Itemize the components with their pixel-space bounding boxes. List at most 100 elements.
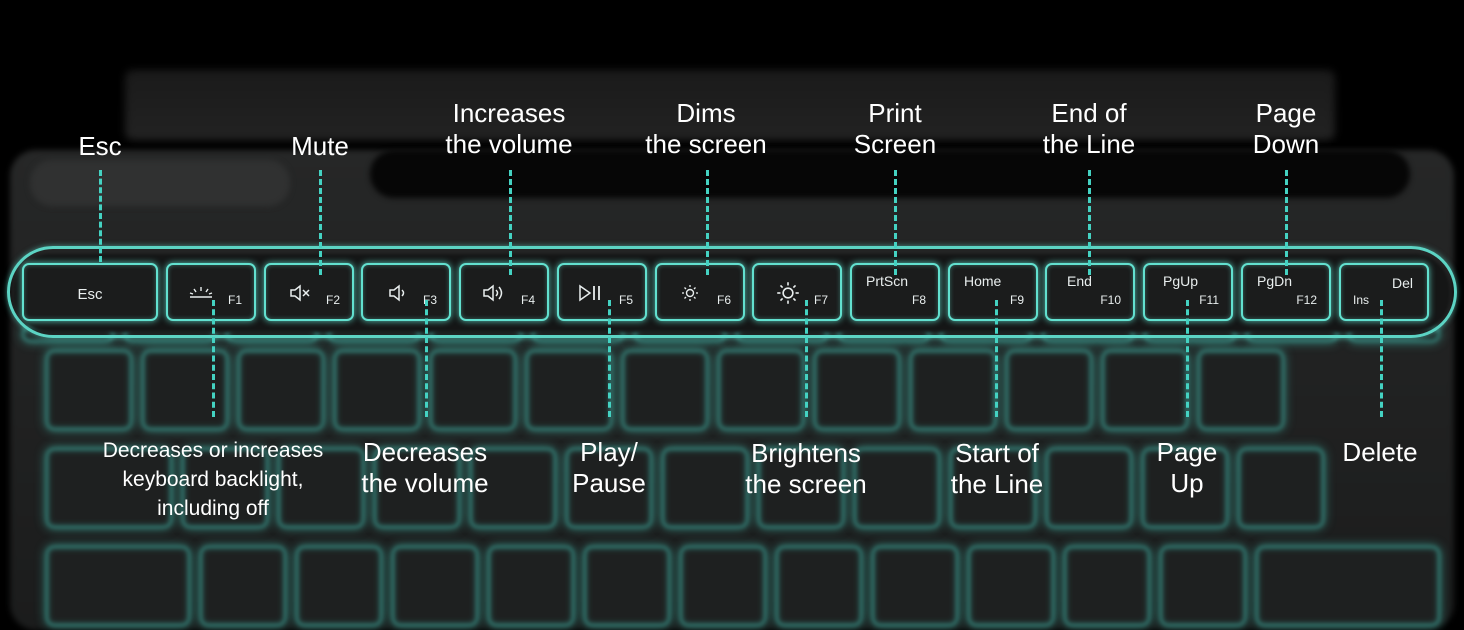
- key-f3: F3: [361, 263, 451, 321]
- callout-play-pause: Play/ Pause: [572, 437, 646, 499]
- callout-text: the Line: [1042, 129, 1136, 159]
- leader-line-dim: [706, 170, 709, 275]
- play-pause-icon: [579, 284, 600, 302]
- callout-end: End of the Line: [1043, 98, 1136, 160]
- callout-text: Esc: [78, 131, 122, 161]
- key-fn-label: F2: [325, 293, 340, 307]
- key-fn-label: F12: [1296, 293, 1317, 307]
- function-row-highlight: [7, 246, 1457, 338]
- key-f2: F2: [264, 263, 354, 321]
- background-key: [142, 350, 228, 430]
- callout-print-screen: Print Screen: [854, 98, 936, 160]
- key-f6: F6: [655, 263, 745, 321]
- key-label: PgUp: [1163, 273, 1199, 289]
- background-key: [278, 448, 364, 528]
- key-f10: End F10: [1045, 263, 1135, 321]
- key-f7: F7: [752, 263, 842, 321]
- leader-line-mute: [319, 170, 322, 275]
- background-key: [662, 448, 748, 528]
- background-key: [758, 448, 844, 528]
- background-key: [1238, 448, 1324, 528]
- key-fn-label: F8: [911, 293, 926, 307]
- key-fn-label: F10: [1100, 293, 1121, 307]
- mute-icon: [290, 284, 310, 302]
- key-fn-label: F4: [520, 293, 535, 307]
- brightness-down-icon: [682, 285, 698, 301]
- key-f12: PgDn F12: [1241, 263, 1331, 321]
- callout-text: Brightens: [751, 438, 861, 468]
- callout-mute: Mute: [291, 131, 349, 162]
- key-f4: F4: [459, 263, 549, 321]
- callout-text: Up: [1170, 468, 1204, 498]
- callout-text: Page: [1156, 437, 1218, 467]
- callout-page-up: Page Up: [1157, 437, 1218, 499]
- leader-line-backlight: [212, 300, 215, 417]
- background-key: [680, 546, 766, 626]
- callout-dim: Dims the screen: [645, 98, 766, 160]
- leader-line-volume-down: [425, 300, 428, 417]
- key-fn-label: F7: [813, 293, 828, 307]
- background-key: [854, 448, 940, 528]
- leader-line-end: [1088, 170, 1091, 275]
- brightness-up-icon: [777, 282, 799, 304]
- leader-line-page-up: [1186, 300, 1189, 417]
- callout-text: the volume: [445, 129, 573, 159]
- background-key: [46, 546, 190, 626]
- background-key: [46, 350, 132, 430]
- background-key: [950, 448, 1036, 528]
- background-key: [968, 546, 1054, 626]
- background-key: [1064, 546, 1150, 626]
- callout-text: Down: [1252, 129, 1320, 159]
- callout-esc: Esc: [78, 131, 121, 162]
- callout-text: the Line: [950, 469, 1044, 499]
- callout-text: Start of: [955, 438, 1039, 468]
- callout-text: End of: [1051, 98, 1127, 128]
- background-key: [1160, 546, 1246, 626]
- background-key: [1142, 448, 1228, 528]
- key-fn-label: F5: [618, 293, 633, 307]
- background-key: [1006, 350, 1092, 430]
- callout-text: Decreases: [362, 437, 488, 467]
- background-key: [622, 350, 708, 430]
- callout-text: the screen: [645, 129, 767, 159]
- background-key: [296, 546, 382, 626]
- callout-delete: Delete: [1342, 437, 1417, 468]
- callout-text: Increases: [452, 98, 566, 128]
- callout-text: Pause: [572, 468, 646, 498]
- leader-line-page-down: [1285, 170, 1288, 275]
- key-label: Esc: [77, 286, 103, 303]
- background-key: [200, 546, 286, 626]
- background-key: [392, 546, 478, 626]
- background-key: [814, 350, 900, 430]
- callout-page-down: Page Down: [1253, 98, 1319, 160]
- key-label: Del: [1391, 275, 1413, 291]
- keyboard-function-keys-diagram: Esc F1 F2 F3 F4: [7, 70, 1457, 630]
- callout-text: Screen: [853, 129, 937, 159]
- background-key: [334, 350, 420, 430]
- background-key: [470, 448, 556, 528]
- leader-line-print-screen: [894, 170, 897, 275]
- volume-up-icon: [483, 284, 503, 302]
- background-key: [182, 448, 268, 528]
- background-key: [1102, 350, 1188, 430]
- callout-text: Play/: [580, 437, 638, 467]
- keyboard-slot: [370, 150, 1410, 198]
- callout-text: the screen: [745, 469, 867, 499]
- volume-down-icon: [389, 284, 405, 302]
- callout-text: Decreases or increases: [102, 439, 324, 462]
- background-key: [776, 546, 862, 626]
- key-f9: Home F9: [948, 263, 1038, 321]
- callout-text: Page: [1255, 98, 1317, 128]
- callout-text: Delete: [1342, 437, 1418, 467]
- keyboard-hinge: [30, 160, 290, 206]
- leader-line-brighten: [805, 300, 808, 417]
- background-key: [1046, 448, 1132, 528]
- background-key: [488, 546, 574, 626]
- background-key: [1256, 546, 1440, 626]
- callout-text: Mute: [291, 131, 349, 161]
- callout-text: keyboard backlight,: [122, 468, 304, 491]
- keyboard-backlight-icon: [189, 287, 213, 298]
- leader-line-play: [608, 300, 611, 417]
- key-label: Home: [964, 273, 1002, 289]
- background-key: [566, 448, 652, 528]
